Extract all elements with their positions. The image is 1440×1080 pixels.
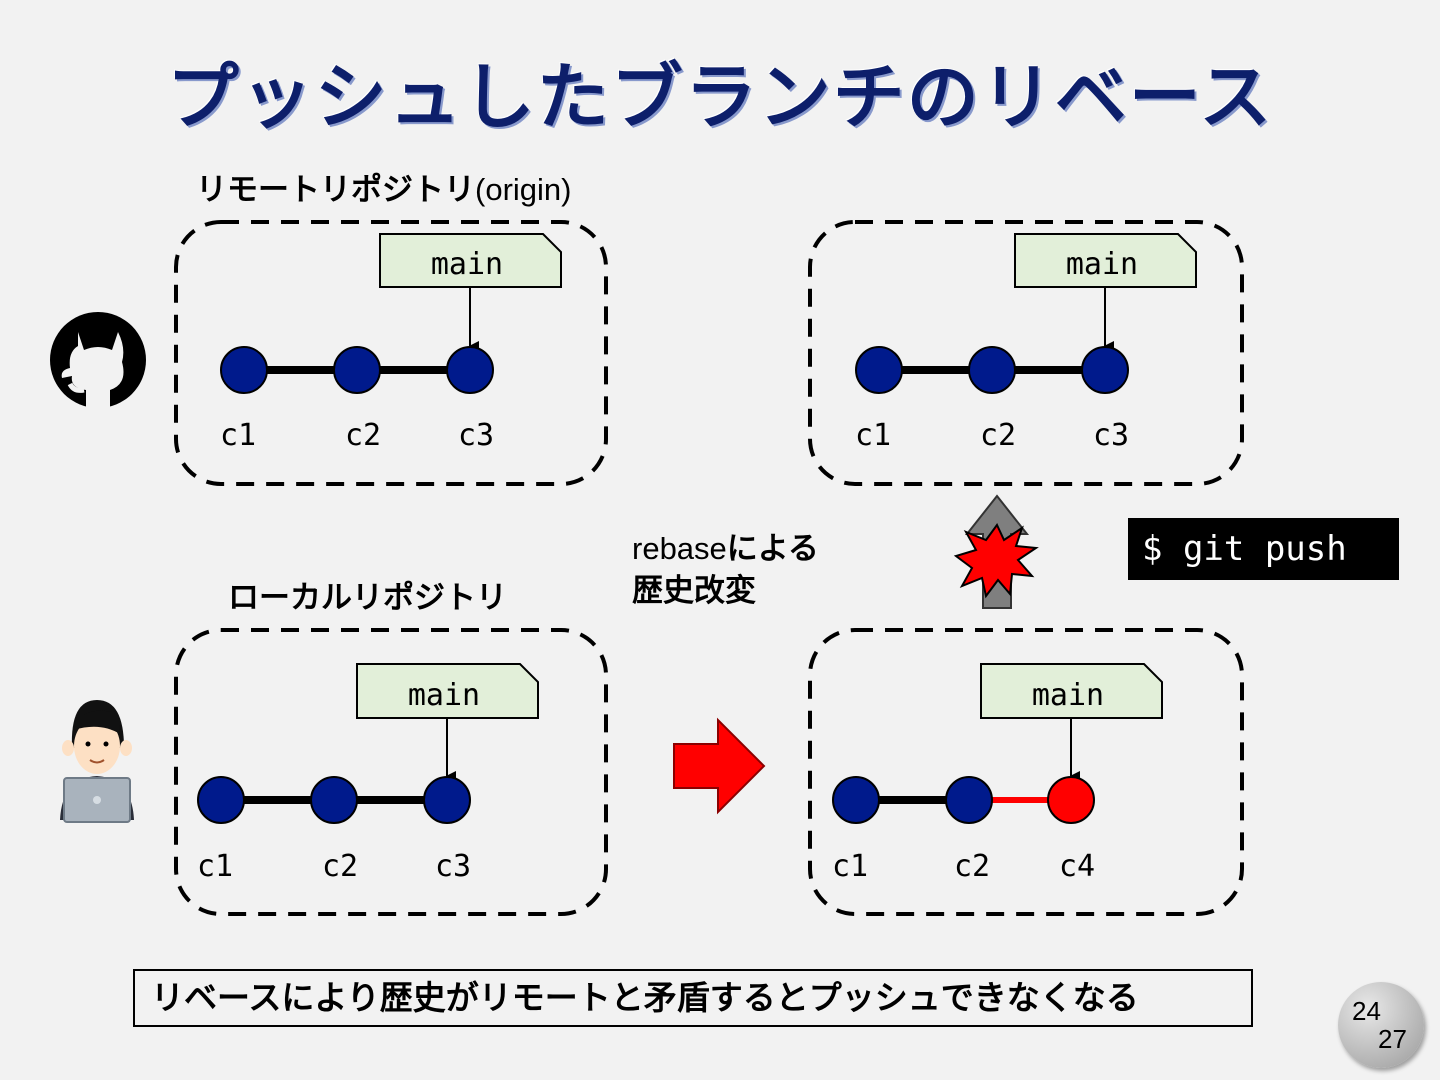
local-after-graph: main c1 c2 c4 <box>832 663 1163 884</box>
commit-label: c3 <box>435 849 471 884</box>
branch-tag <box>379 233 562 288</box>
commit-node <box>423 776 471 824</box>
branch-tag-label: main <box>431 247 503 282</box>
remote-after-graph: main c1 c2 c3 <box>855 233 1197 453</box>
rebase-note-line2: 歴史改変 <box>632 573 756 609</box>
commit-node <box>333 346 381 394</box>
rebase-note-en: rebase <box>632 531 727 566</box>
commit-label: c4 <box>1059 849 1095 884</box>
local-before-graph: main c1 c2 c3 <box>197 663 539 884</box>
local-before-repo-box <box>174 628 608 916</box>
blocked-push-icon <box>953 494 1039 609</box>
page-number-badge: 24 27 <box>1338 982 1424 1068</box>
rebase-note-line1: rebaseによる <box>632 528 819 570</box>
git-push-command: $ git push <box>1128 518 1399 580</box>
remote-before-repo-box <box>174 220 608 486</box>
commit-label: c1 <box>220 418 256 453</box>
remote-after-repo-box <box>808 220 1244 486</box>
local-after-repo-box <box>808 628 1244 916</box>
commit-node <box>968 346 1016 394</box>
commit-label: c3 <box>1093 418 1129 453</box>
branch-tag <box>1014 233 1197 288</box>
github-icon <box>50 312 146 408</box>
rewritten-commit-node <box>1047 776 1095 824</box>
commit-label: c3 <box>458 418 494 453</box>
page-total: 27 <box>1378 1024 1407 1054</box>
rebase-note: rebaseによる 歴史改変 <box>632 528 819 612</box>
page-current: 24 <box>1352 996 1381 1026</box>
commit-node <box>446 346 494 394</box>
remote-repo-label-suffix: (origin) <box>475 172 572 207</box>
branch-tag-label: main <box>1066 247 1138 282</box>
red-right-arrow-icon <box>673 717 766 815</box>
commit-node <box>945 776 993 824</box>
remote-repo-label-text: リモートリポジトリ <box>196 172 475 208</box>
branch-tag-label: main <box>1032 678 1104 713</box>
footer-caption: リベースにより歴史がリモートと矛盾するとプッシュできなくなる <box>133 969 1253 1027</box>
commit-label: c1 <box>197 849 233 884</box>
commit-node <box>832 776 880 824</box>
commit-node <box>220 346 268 394</box>
commit-node <box>197 776 245 824</box>
local-repo-label: ローカルリポジトリ <box>228 580 507 616</box>
developer-with-laptop-icon <box>60 700 134 823</box>
rebase-note-ja: による <box>726 531 819 567</box>
page-title: プッシュしたブランチのリベース <box>166 55 1274 139</box>
commit-node <box>1081 346 1129 394</box>
commit-label: c2 <box>322 849 358 884</box>
remote-before-graph: main c1 c2 c3 <box>220 233 562 453</box>
commit-node <box>855 346 903 394</box>
commit-label: c2 <box>954 849 990 884</box>
branch-tag <box>980 663 1163 719</box>
commit-label: c1 <box>832 849 868 884</box>
commit-node <box>310 776 358 824</box>
explosion-icon <box>953 523 1039 599</box>
commit-label: c2 <box>980 418 1016 453</box>
branch-tag <box>356 663 539 719</box>
remote-repo-label: リモートリポジトリ(origin) <box>196 164 571 209</box>
commit-label: c1 <box>855 418 891 453</box>
commit-label: c2 <box>345 418 381 453</box>
branch-tag-label: main <box>408 678 480 713</box>
